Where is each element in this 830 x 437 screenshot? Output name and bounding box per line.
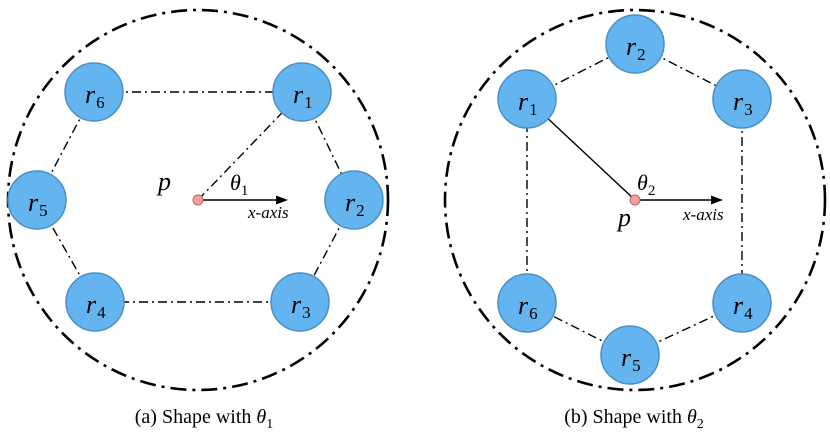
svg-text:r1: r1	[293, 80, 313, 112]
panel-a-center-label: p	[156, 167, 171, 196]
link-p-r1	[197, 91, 303, 201]
robot-r6: r6	[64, 62, 124, 122]
robot-r3: r3	[270, 272, 330, 332]
panel-b-center-point	[629, 194, 641, 206]
svg-text:r1: r1	[518, 87, 538, 119]
robot-r5: r5	[7, 170, 67, 230]
svg-text:r5: r5	[28, 188, 48, 220]
svg-text:r4: r4	[733, 291, 753, 323]
svg-text:r5: r5	[621, 343, 641, 375]
svg-text:r4: r4	[86, 290, 106, 322]
robot-r1: r1	[272, 62, 332, 122]
panel-b-boundary-circle	[443, 8, 827, 392]
panel-a-theta-label: θ1	[230, 170, 248, 199]
panel-b-arrowhead	[711, 195, 723, 205]
panel-a-arrowhead	[276, 195, 288, 205]
robot-r1: r1	[497, 69, 557, 129]
robot-r2: r2	[324, 170, 384, 230]
panel-b: r1 r2 r3 r4 r5 r6	[443, 8, 827, 432]
panel-b-robots: r1 r2 r3 r4 r5 r6	[497, 14, 772, 385]
panel-a-caption: (a) Shape with θ1	[135, 406, 273, 432]
robot-r2: r2	[605, 14, 665, 74]
svg-text:r2: r2	[345, 188, 365, 220]
panel-a-axis-label: x-axis	[247, 203, 289, 222]
panel-b-caption: (b) Shape with θ2	[564, 406, 704, 432]
panel-b-theta-label: θ2	[637, 170, 655, 199]
robot-r3: r3	[712, 69, 772, 129]
robot-r5: r5	[600, 325, 660, 385]
svg-text:r6: r6	[85, 80, 105, 112]
svg-text:r3: r3	[733, 87, 753, 119]
robot-r4: r4	[712, 273, 772, 333]
panel-a-center-point	[192, 194, 204, 206]
svg-text:r2: r2	[626, 32, 646, 64]
robot-r4: r4	[65, 272, 125, 332]
panel-a-robots: r1 r2 r3 r4 r5 r6	[7, 62, 384, 332]
panel-b-center-label: p	[616, 203, 631, 232]
svg-text:r6: r6	[518, 291, 538, 323]
robot-r6: r6	[497, 273, 557, 333]
svg-text:r3: r3	[291, 290, 311, 322]
panel-b-axis-label: x-axis	[682, 205, 724, 224]
panel-a: r1 r2 r3 r4 r5 r6	[6, 8, 390, 432]
